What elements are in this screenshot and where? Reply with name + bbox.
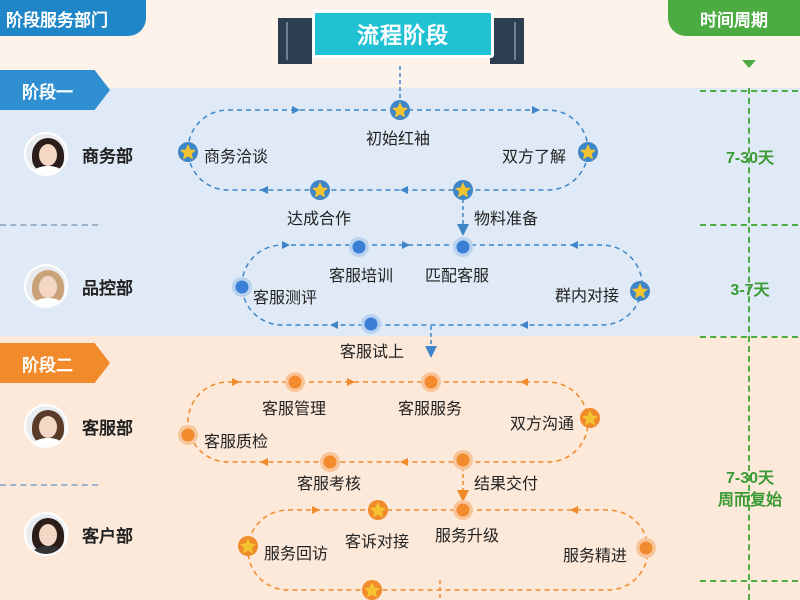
star-icon bbox=[580, 408, 600, 428]
node-label: 双方了解 bbox=[502, 149, 567, 166]
star-icon bbox=[390, 100, 410, 120]
department-header-pill: 阶段服务部门 bbox=[0, 0, 146, 36]
department-name: 品控部 bbox=[82, 278, 133, 298]
time-tick bbox=[700, 580, 798, 582]
node-label: 客服管理 bbox=[262, 401, 327, 418]
department-row: 品控部 bbox=[24, 264, 133, 308]
node-label: 客服测评 bbox=[253, 290, 318, 307]
node-label: 客诉对接 bbox=[345, 534, 410, 551]
arrow-down-icon bbox=[742, 60, 756, 68]
circle-dot-icon bbox=[361, 314, 381, 334]
circle-dot-icon bbox=[178, 425, 198, 445]
star-icon bbox=[368, 500, 388, 520]
stage-two-band bbox=[0, 336, 800, 600]
circle-dot-icon bbox=[453, 500, 473, 520]
star-icon bbox=[630, 281, 650, 301]
direction-arrows bbox=[232, 378, 528, 466]
circle-dot-icon bbox=[285, 372, 305, 392]
department-divider bbox=[0, 484, 98, 486]
node-label: 客服服务 bbox=[398, 401, 463, 418]
avatar-icon bbox=[24, 512, 68, 556]
star-icon bbox=[178, 142, 198, 162]
time-axis bbox=[748, 88, 750, 600]
node-label: 商务洽谈 bbox=[204, 149, 269, 166]
star-icon bbox=[362, 580, 382, 600]
node-label: 客服考核 bbox=[297, 476, 362, 493]
star-icon bbox=[238, 536, 258, 556]
title-right-bracket bbox=[490, 18, 524, 64]
circle-dot-icon bbox=[421, 372, 441, 392]
circle-dot-icon bbox=[636, 538, 656, 558]
time-tick bbox=[700, 224, 798, 226]
star-icon bbox=[578, 142, 598, 162]
node-label: 达成合作 bbox=[287, 211, 352, 228]
department-row: 商务部 bbox=[24, 132, 133, 176]
title-left-bracket bbox=[278, 18, 312, 64]
node-label: 服务回访 bbox=[264, 546, 329, 563]
node-label: 客服质检 bbox=[204, 434, 269, 451]
period-label: 7-30天 bbox=[725, 470, 775, 487]
department-divider bbox=[0, 224, 98, 226]
period-label: 周而复始 bbox=[717, 492, 782, 509]
circle-dot-icon bbox=[453, 450, 473, 470]
period-label: 3-7天 bbox=[730, 282, 770, 299]
node-label: 匹配客服 bbox=[425, 268, 490, 285]
node-label: 双方沟通 bbox=[510, 416, 575, 433]
flow-stage-title: 流程阶段 bbox=[312, 10, 494, 58]
circle-dot-icon bbox=[349, 237, 369, 257]
node-label: 群内对接 bbox=[555, 288, 620, 305]
circle-dot-icon bbox=[320, 452, 340, 472]
period-label: 7-30天 bbox=[725, 150, 775, 167]
node-label: 客服试上 bbox=[340, 344, 405, 361]
circle-dot-icon bbox=[232, 277, 252, 297]
star-icon bbox=[310, 180, 330, 200]
circle-dot-icon bbox=[453, 237, 473, 257]
time-tick bbox=[700, 336, 798, 338]
department-name: 客服部 bbox=[82, 418, 133, 438]
time-period-header-pill: 时间周期 bbox=[668, 0, 800, 36]
stage-two-tag: 阶段二 bbox=[0, 343, 110, 383]
department-name: 商务部 bbox=[82, 146, 133, 166]
department-row: 客服部 bbox=[24, 404, 133, 448]
node-label: 服务升级 bbox=[435, 528, 500, 545]
star-icon bbox=[453, 180, 473, 200]
time-tick bbox=[700, 90, 798, 92]
avatar-icon bbox=[24, 132, 68, 176]
node-label: 客服培训 bbox=[329, 268, 394, 285]
node-label: 结果交付 bbox=[474, 476, 539, 493]
node-label: 初始红袖 bbox=[366, 131, 431, 148]
node-label: 服务精进 bbox=[563, 548, 628, 565]
node-label: 物料准备 bbox=[474, 211, 539, 228]
stage-one-tag: 阶段一 bbox=[0, 70, 110, 110]
department-row: 客户部 bbox=[24, 512, 133, 556]
avatar-icon bbox=[24, 264, 68, 308]
avatar-icon bbox=[24, 404, 68, 448]
department-name: 客户部 bbox=[82, 526, 133, 546]
stage-one-band bbox=[0, 88, 800, 336]
